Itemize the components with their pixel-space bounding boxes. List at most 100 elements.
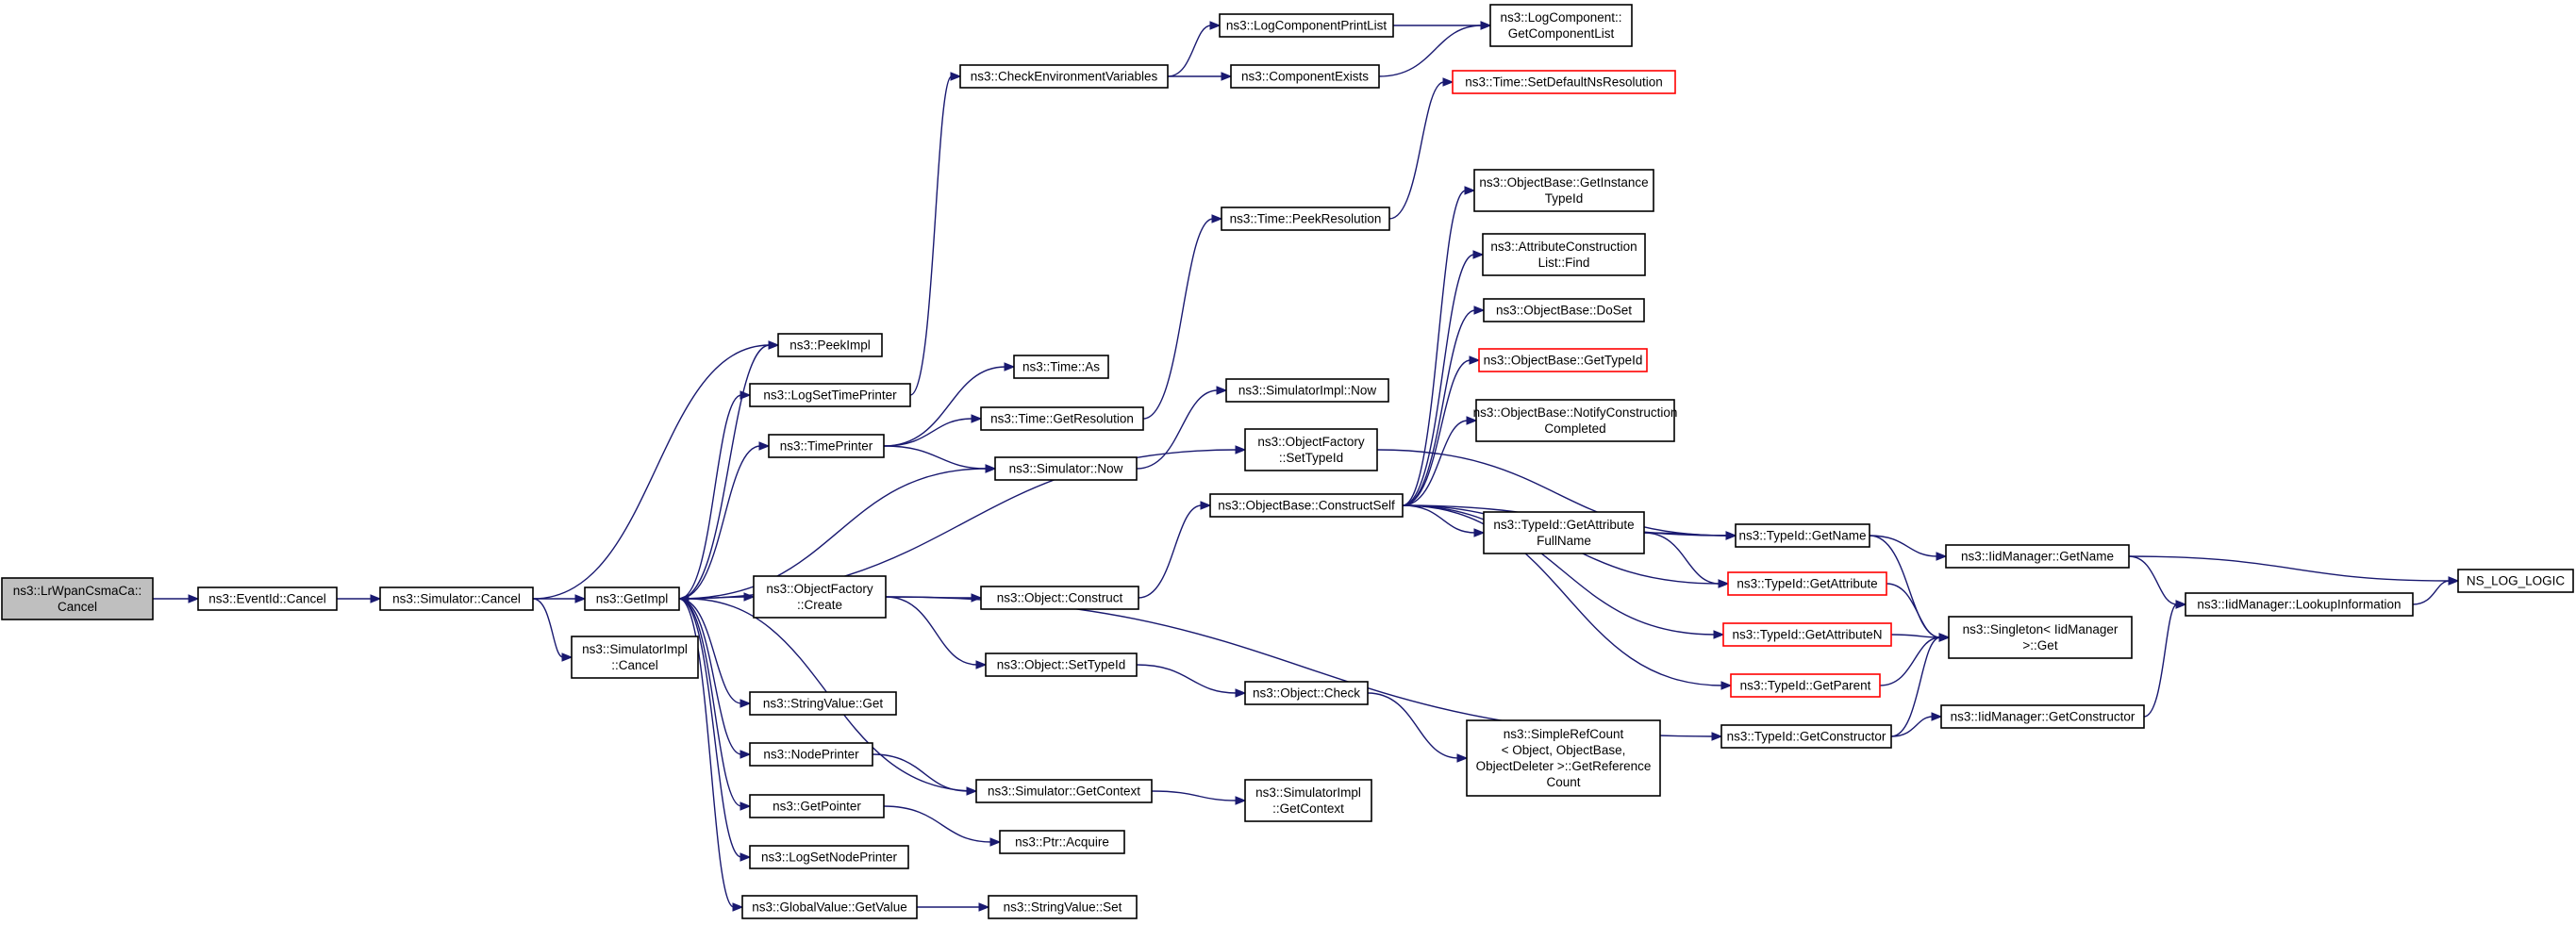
node-box	[749, 845, 909, 869]
node-simimpl-cancel[interactable]: ns3::SimulatorImpl::Cancel	[571, 636, 699, 679]
edge-arrowhead	[1718, 579, 1730, 588]
node-label: ns3::TimePrinter	[780, 439, 873, 454]
node-simulator-now[interactable]: ns3::Simulator::Now	[994, 456, 1138, 481]
node-label: ns3::LogSetTimePrinter	[763, 388, 897, 403]
edge-sim-cancel-to-peekimpl	[532, 340, 780, 600]
edge-arrowhead	[1235, 445, 1247, 454]
node-singleton-get[interactable]: ns3::Singleton< IidManager>::Get	[1948, 616, 2133, 659]
edge-componentexists-to-logcomp-getcomplist	[1378, 21, 1492, 77]
edge-iidmanager-getconstructor-to-iidmanager-lookupinfo	[2143, 600, 2187, 718]
edge-iidmanager-getname-to-ns-log-logic	[2128, 555, 2460, 586]
node-label: ns3::Time::PeekResolution	[1230, 212, 1382, 226]
edge-arrowhead	[574, 594, 587, 603]
node-peekimpl[interactable]: ns3::PeekImpl	[777, 333, 883, 357]
node-typeid-getname[interactable]: ns3::TypeId::GetName	[1735, 523, 1870, 548]
node-object-construct[interactable]: ns3::Object::Construct	[980, 586, 1139, 610]
node-time-setdefaultns[interactable]: ns3::Time::SetDefaultNsResolution	[1452, 70, 1676, 94]
node-root[interactable]: ns3::LrWpanCsmaCa::Cancel	[1, 577, 154, 620]
edge-arrowhead	[1473, 306, 1486, 315]
node-timeprinter[interactable]: ns3::TimePrinter	[768, 434, 885, 458]
node-checkenv[interactable]: ns3::CheckEnvironmentVariables	[959, 64, 1169, 89]
edge-getpointer-to-ptr-acquire	[883, 805, 1002, 847]
node-sim-getcontext[interactable]: ns3::Simulator::GetContext	[975, 779, 1153, 803]
node-typeid-getconstructor[interactable]: ns3::TypeId::GetConstructor	[1720, 724, 1892, 749]
node-label: ns3::GetPointer	[773, 800, 861, 814]
node-box	[768, 434, 885, 458]
edge-arrowhead	[740, 750, 752, 759]
node-objbase-gettypeid[interactable]: ns3::ObjectBase::GetTypeId	[1478, 348, 1648, 372]
node-typeid-getattributen[interactable]: ns3::TypeId::GetAttributeN	[1722, 622, 1892, 647]
node-nodeprinter[interactable]: ns3::NodePrinter	[749, 742, 873, 767]
node-box	[584, 586, 680, 611]
node-objfactory-create[interactable]: ns3::ObjectFactory::Create	[753, 575, 887, 619]
node-typeid-getparent[interactable]: ns3::TypeId::GetParent	[1730, 673, 1881, 698]
node-label: ns3::SimulatorImpl	[1255, 785, 1361, 800]
node-getpointer[interactable]: ns3::GetPointer	[749, 794, 885, 818]
node-stringvalue-get[interactable]: ns3::StringValue::Get	[749, 691, 897, 716]
node-box	[749, 691, 897, 716]
node-componentexists[interactable]: ns3::ComponentExists	[1230, 64, 1380, 89]
node-objfactory-settypeid[interactable]: ns3::ObjectFactory::SetTypeId	[1244, 428, 1378, 471]
edge-line	[1138, 504, 1203, 599]
node-box	[777, 333, 883, 357]
edge-line	[678, 598, 742, 858]
node-logsetnodeprinter[interactable]: ns3::LogSetNodePrinter	[749, 845, 909, 869]
node-logcomp-getcomplist[interactable]: ns3::LogComponent::GetComponentList	[1489, 4, 1633, 47]
edge-timeprinter-to-time-as	[883, 362, 1016, 447]
node-time-peekresolution[interactable]: ns3::Time::PeekResolution	[1221, 206, 1390, 231]
node-simplerefcount[interactable]: ns3::SimpleRefCount< Object, ObjectBase,…	[1466, 719, 1661, 797]
node-objbase-constructself[interactable]: ns3::ObjectBase::ConstructSelf	[1209, 493, 1404, 518]
node-ns-log-logic[interactable]: NS_LOG_LOGIC	[2457, 569, 2574, 593]
node-stringvalue-set[interactable]: ns3::StringValue::Set	[988, 895, 1138, 919]
edge-getimpl-to-logsettimeprinter	[678, 390, 752, 600]
node-label: ns3::GetImpl	[596, 592, 669, 606]
node-label: ns3::Time::GetResolution	[990, 412, 1134, 426]
node-objbase-notify[interactable]: ns3::ObjectBase::NotifyConstructionCompl…	[1473, 399, 1678, 442]
edge-objbase-constructself-to-attrconstrlist-find	[1402, 250, 1485, 506]
node-label: ::GetContext	[1272, 801, 1344, 816]
node-simimpl-getcontext[interactable]: ns3::SimulatorImpl::GetContext	[1244, 779, 1372, 822]
node-logcompprintlist[interactable]: ns3::LogComponentPrintList	[1219, 13, 1394, 38]
node-box	[1483, 511, 1645, 554]
node-iidmanager-getconstructor[interactable]: ns3::IidManager::GetConstructor	[1940, 704, 2145, 729]
edge-arrowhead	[768, 340, 780, 350]
node-object-check[interactable]: ns3::Object::Check	[1244, 681, 1369, 705]
node-label: < Object, ObjectBase,	[1502, 743, 1626, 757]
node-iidmanager-getname[interactable]: ns3::IidManager::GetName	[1945, 544, 2130, 569]
node-time-getresolution[interactable]: ns3::Time::GetResolution	[980, 406, 1144, 431]
node-box	[749, 794, 885, 818]
node-sim-cancel[interactable]: ns3::Simulator::Cancel	[379, 586, 534, 611]
edge-line	[909, 75, 953, 396]
edge-line	[1402, 359, 1471, 506]
node-ptr-acquire[interactable]: ns3::Ptr::Acquire	[999, 830, 1125, 854]
node-eventid-cancel[interactable]: ns3::EventId::Cancel	[197, 586, 338, 611]
edge-line	[1402, 504, 1723, 686]
node-object-settypeid[interactable]: ns3::Object::SetTypeId	[985, 652, 1138, 677]
node-iidmanager-lookupinfo[interactable]: ns3::IidManager::LookupInformation	[2185, 592, 2414, 617]
node-time-as[interactable]: ns3::Time::As	[1013, 355, 1109, 379]
node-globalvalue-getvalue[interactable]: ns3::GlobalValue::GetValue	[741, 895, 918, 919]
node-label: ns3::LrWpanCsmaCa::	[13, 584, 142, 598]
nodes-layer: ns3::LrWpanCsmaCa::Cancel ns3::EventId::C…	[1, 4, 2574, 919]
edge-line	[532, 598, 564, 658]
edge-arrowhead	[971, 593, 983, 603]
node-typeid-getattribute[interactable]: ns3::TypeId::GetAttribute	[1727, 571, 1887, 596]
node-getimpl[interactable]: ns3::GetImpl	[584, 586, 680, 611]
node-label: ns3::IidManager::LookupInformation	[2197, 598, 2401, 612]
node-label: ns3::StringValue::Get	[763, 697, 884, 711]
node-logsettimeprinter[interactable]: ns3::LogSetTimePrinter	[749, 383, 911, 407]
node-objbase-doset[interactable]: ns3::ObjectBase::DoSet	[1483, 298, 1645, 322]
edge-getimpl-to-getpointer	[678, 598, 752, 811]
edge-typeid-getconstructor-to-iidmanager-getconstructor	[1890, 712, 1943, 737]
edge-line	[872, 753, 969, 792]
node-label: ::Create	[797, 598, 842, 612]
edge-getimpl-to-logsetnodeprinter	[678, 598, 752, 862]
edge-arrowhead	[677, 594, 690, 603]
node-simimpl-now[interactable]: ns3::SimulatorImpl::Now	[1225, 378, 1389, 403]
edge-arrowhead	[966, 786, 978, 796]
node-box	[980, 586, 1139, 610]
edge-arrowhead	[743, 592, 756, 602]
